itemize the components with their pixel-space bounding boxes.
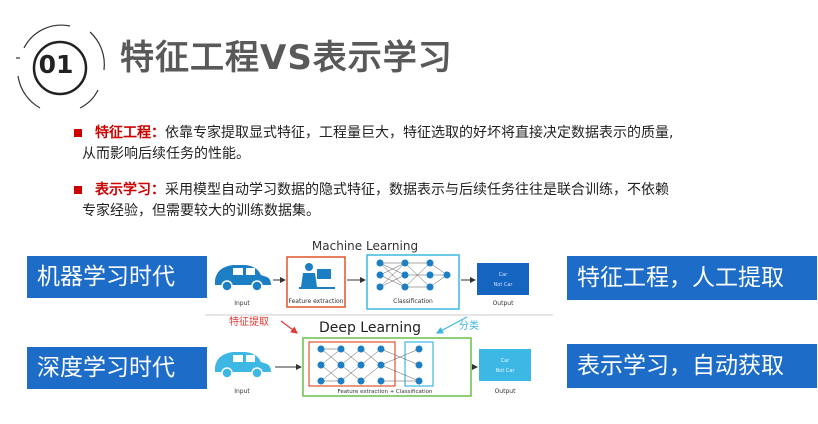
ml-vs-dl-diagram: Machine Learning Input Feature extractio… [205,239,553,397]
network-nodes [376,259,451,291]
note-manual-fe: 特征提取 [229,316,269,328]
fe-label: Feature extraction [288,298,343,305]
ml-output-label: Output [493,300,514,307]
bullet-representation-learning: 表示学习：采用模型自动学习数据的隐式特征，数据表示与后续任务往往是联合训练，不依… [74,180,764,222]
dl-title: Deep Learning [319,320,421,336]
section-number: 01 [38,50,74,79]
bullet-marker [74,186,82,194]
ml-title: Machine Learning [312,239,418,253]
bullet-key: 表示学习： [95,182,165,198]
car-icon-ml [215,265,271,292]
era-label-machine-learning: 机器学习时代 [27,256,207,298]
neural-network-icon-dl [320,348,420,382]
car-icon-dl [215,352,271,379]
label-representation-learning: 表示学习，自动获取 [567,344,817,388]
fe-cls-label: Feature extraction + Classification [338,389,433,395]
neural-network-icon-ml [379,262,448,288]
bullet-key: 特征工程： [95,125,165,141]
page-title: 特征工程VS表示学习 [120,38,453,78]
bullet-feature-engineering: 特征工程：依靠专家提取显式特征，工程量巨大，特征选取的好坏将直接决定数据表示的质… [74,123,764,165]
output-box-ml [477,263,529,295]
output-not-car-dl: Not Car [496,368,516,374]
note-classify: 分类 [459,319,479,332]
ml-input-label: Input [234,300,250,307]
bullet-line2: 从而影响后续任务的性能。 [82,146,250,162]
dl-box [302,337,472,397]
dl-output-label: Output [495,388,516,395]
output-car-dl: Car [501,358,511,364]
section-badge [16,24,105,109]
output-not-car: Not Car [494,282,514,288]
dl-fe-box [308,341,396,387]
dl-network-nodes [317,345,423,385]
dl-cls-box [404,341,434,387]
feature-extraction-box [286,256,346,308]
output-box-dl [479,349,531,381]
bullet-marker [74,129,82,137]
dl-input-label: Input [234,388,250,395]
label-feature-engineering: 特征工程，人工提取 [567,256,817,300]
bullet-line1: 采用模型自动学习数据的隐式特征，数据表示与后续任务往往是联合训练，不依赖 [165,182,669,198]
output-car: Car [499,272,509,278]
classification-box [366,254,460,310]
bullet-line1: 依靠专家提取显式特征，工程量巨大，特征选取的好坏将直接决定数据表示的质量, [165,125,674,141]
cls-label: Classification [393,298,433,305]
bullet-line2: 专家经验，但需要较大的训练数据集。 [82,203,320,219]
person-at-desk-icon [299,263,335,289]
era-label-deep-learning: 深度学习时代 [27,347,207,389]
